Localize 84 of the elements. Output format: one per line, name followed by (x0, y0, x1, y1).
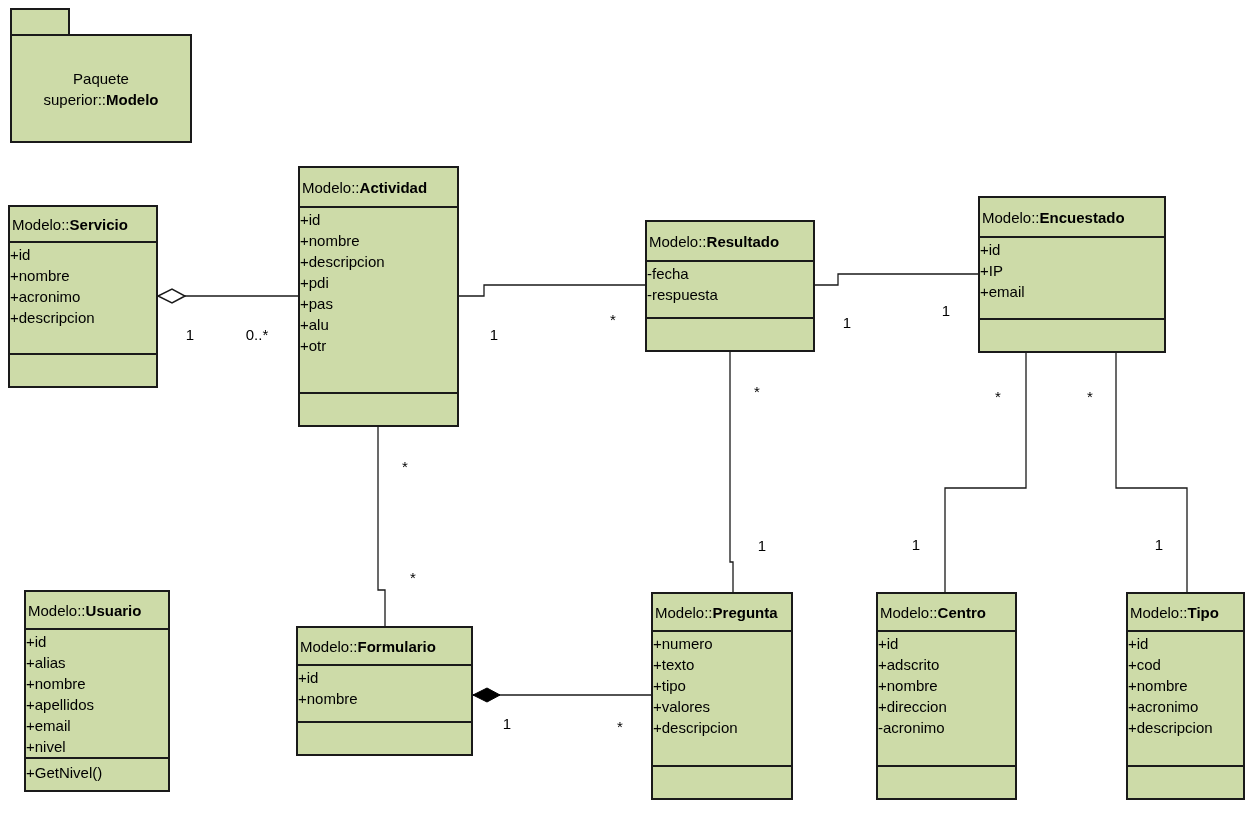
attribute-text: +descripcion (653, 718, 738, 738)
attribute-text: +nombre (10, 266, 70, 286)
attribute-text: +apellidos (26, 695, 94, 715)
class-name: Modelo::Encuestado (982, 207, 1125, 228)
multiplicity-label: 1 (1154, 536, 1164, 554)
package-name: Paquete superior::Modelo (42, 69, 160, 110)
attribute-text: +email (26, 716, 71, 736)
association-line (814, 273, 979, 286)
attribute-text: +nombre (300, 231, 360, 251)
multiplicity-label: * (995, 388, 1001, 406)
association-line (472, 687, 652, 703)
attribute-text: -acronimo (878, 718, 945, 738)
attribute-text: +acronimo (10, 287, 81, 307)
attribute-text: +id (298, 668, 319, 688)
attribute-text: +email (980, 282, 1025, 302)
attribute-text: +id (1128, 634, 1149, 654)
attribute-text: +id (300, 210, 321, 230)
attribute-text: +id (26, 632, 47, 652)
attribute-text: +nombre (1128, 676, 1188, 696)
attribute-text: +alias (26, 653, 66, 673)
multiplicity-label: 1 (489, 326, 499, 344)
attribute-text: +id (980, 240, 1001, 260)
class-name: Modelo::Usuario (28, 600, 142, 621)
attribute-text: +adscrito (878, 655, 940, 675)
class-box (651, 592, 793, 800)
attribute-text: +nivel (26, 737, 66, 757)
class-name: Modelo::Servicio (12, 214, 128, 235)
attribute-text: -respuesta (647, 285, 718, 305)
attribute-text: +id (10, 245, 31, 265)
association-line (944, 352, 1027, 593)
class-name: Modelo::Centro (880, 602, 986, 623)
attribute-text: +valores (653, 697, 711, 717)
class-name: Modelo::Resultado (649, 231, 780, 252)
package-shape (10, 8, 192, 143)
multiplicity-label: * (410, 569, 416, 587)
class-box (645, 220, 815, 352)
attribute-text: +descripcion (300, 252, 385, 272)
attribute-text: -fecha (647, 264, 689, 284)
multiplicity-label: * (754, 383, 760, 401)
attribute-text: +descripcion (10, 308, 95, 328)
class-name: Modelo::Actividad (302, 177, 428, 198)
multiplicity-label: 1 (941, 302, 951, 320)
attribute-text: +id (878, 634, 899, 654)
association-line (377, 426, 386, 627)
multiplicity-label: * (402, 458, 408, 476)
multiplicity-label: 1 (185, 326, 195, 344)
attribute-text: +nombre (298, 689, 358, 709)
class-name: Modelo::Formulario (300, 636, 436, 657)
multiplicity-label: 1 (502, 715, 512, 733)
multiplicity-label: 0..* (245, 326, 269, 344)
multiplicity-label: 1 (842, 314, 852, 332)
attribute-text: +acronimo (1128, 697, 1199, 717)
class-box (876, 592, 1017, 800)
association-line (458, 284, 646, 297)
operation-text: +GetNivel() (26, 763, 103, 783)
multiplicity-label: * (610, 311, 616, 329)
multiplicity-label: 1 (911, 536, 921, 554)
class-box (296, 626, 473, 756)
association-line (157, 288, 299, 304)
attribute-text: +otr (300, 336, 327, 356)
attribute-text: +IP (980, 261, 1003, 281)
attribute-text: +nombre (26, 674, 86, 694)
attribute-text: +direccion (878, 697, 947, 717)
attribute-text: +nombre (878, 676, 938, 696)
attribute-text: +alu (300, 315, 329, 335)
class-box (24, 590, 170, 792)
class-box (8, 205, 158, 388)
class-box (1126, 592, 1245, 800)
association-line (729, 351, 734, 593)
multiplicity-label: * (617, 718, 623, 736)
multiplicity-label: 1 (757, 537, 767, 555)
attribute-text: +descripcion (1128, 718, 1213, 738)
attribute-text: +cod (1128, 655, 1161, 675)
attribute-text: +tipo (653, 676, 686, 696)
attribute-text: +texto (653, 655, 695, 675)
attribute-text: +pas (300, 294, 333, 314)
class-name: Modelo::Pregunta (655, 602, 778, 623)
association-line (1115, 352, 1188, 593)
attribute-text: +pdi (300, 273, 329, 293)
attribute-text: +numero (653, 634, 713, 654)
class-box (978, 196, 1166, 353)
class-box (298, 166, 459, 427)
class-name: Modelo::Tipo (1130, 602, 1219, 623)
multiplicity-label: * (1087, 388, 1093, 406)
